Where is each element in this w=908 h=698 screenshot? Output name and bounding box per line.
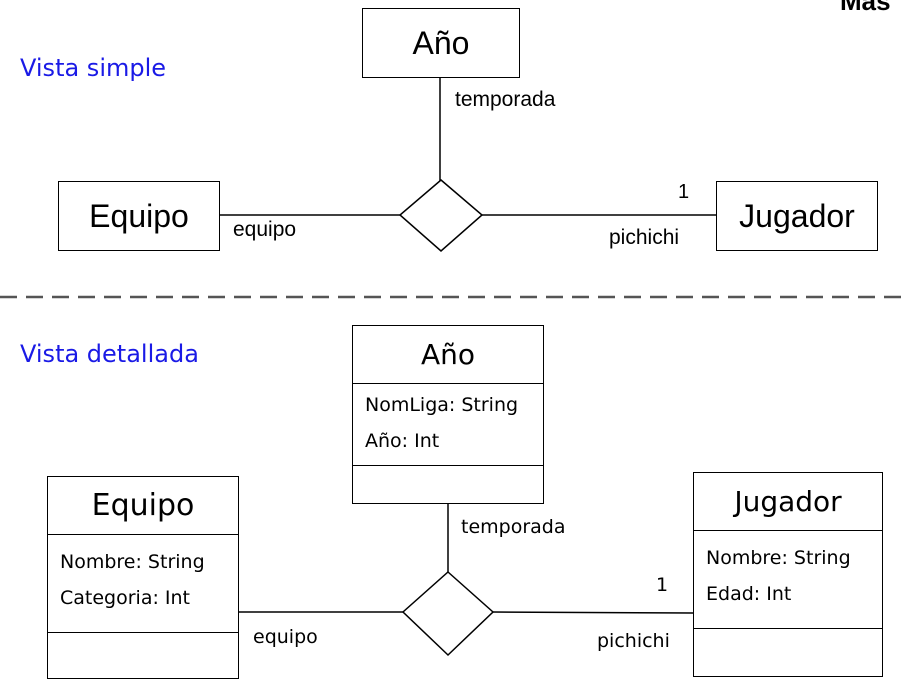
class-player-attribute: Edad: Int [706, 583, 792, 605]
simple-entity-player[interactable]: Jugador [716, 181, 878, 251]
class-team-attribute: Nombre: String [60, 551, 205, 573]
class-team-name: Equipo [48, 477, 238, 535]
simple-entity-team[interactable]: Equipo [58, 181, 220, 251]
class-team-attribute: Categoria: Int [60, 587, 191, 609]
detailed-view-label: Vista detallada [20, 340, 199, 368]
class-team-attributes: Nombre: String Categoria: Int [48, 535, 238, 633]
simple-multiplicity: 1 [678, 181, 690, 203]
class-team[interactable]: Equipo Nombre: String Categoria: Int [47, 476, 239, 679]
detailed-role-temporada: temporada [461, 516, 566, 538]
class-year-name: Año [353, 326, 543, 384]
class-year[interactable]: Año NomLiga: String Año: Int [352, 325, 544, 504]
class-year-attributes: NomLiga: String Año: Int [353, 384, 543, 466]
detailed-association-diamond [401, 570, 495, 657]
detailed-role-pichichi: pichichi [597, 630, 670, 652]
detailed-role-equipo: equipo [253, 626, 318, 648]
detailed-multiplicity: 1 [656, 574, 669, 596]
simple-association-diamond [398, 179, 484, 252]
simple-entity-year-label: Año [412, 24, 470, 61]
class-year-attribute: Año: Int [365, 430, 440, 452]
simple-view-label: Vista simple [20, 54, 167, 82]
class-player[interactable]: Jugador Nombre: String Edad: Int [693, 472, 883, 677]
corner-text: Más [840, 0, 891, 16]
simple-entity-year[interactable]: Año [362, 8, 520, 78]
simple-role-pichichi: pichichi [609, 226, 680, 249]
class-player-name: Jugador [694, 473, 882, 531]
detailed-line-player [492, 611, 694, 614]
simple-role-equipo: equipo [233, 218, 297, 241]
class-year-attribute: NomLiga: String [365, 394, 519, 416]
simple-entity-player-label: Jugador [739, 197, 855, 234]
simple-role-temporada: temporada [455, 88, 556, 111]
class-player-attributes: Nombre: String Edad: Int [694, 531, 882, 629]
simple-entity-team-label: Equipo [89, 197, 189, 234]
class-player-attribute: Nombre: String [706, 547, 851, 569]
